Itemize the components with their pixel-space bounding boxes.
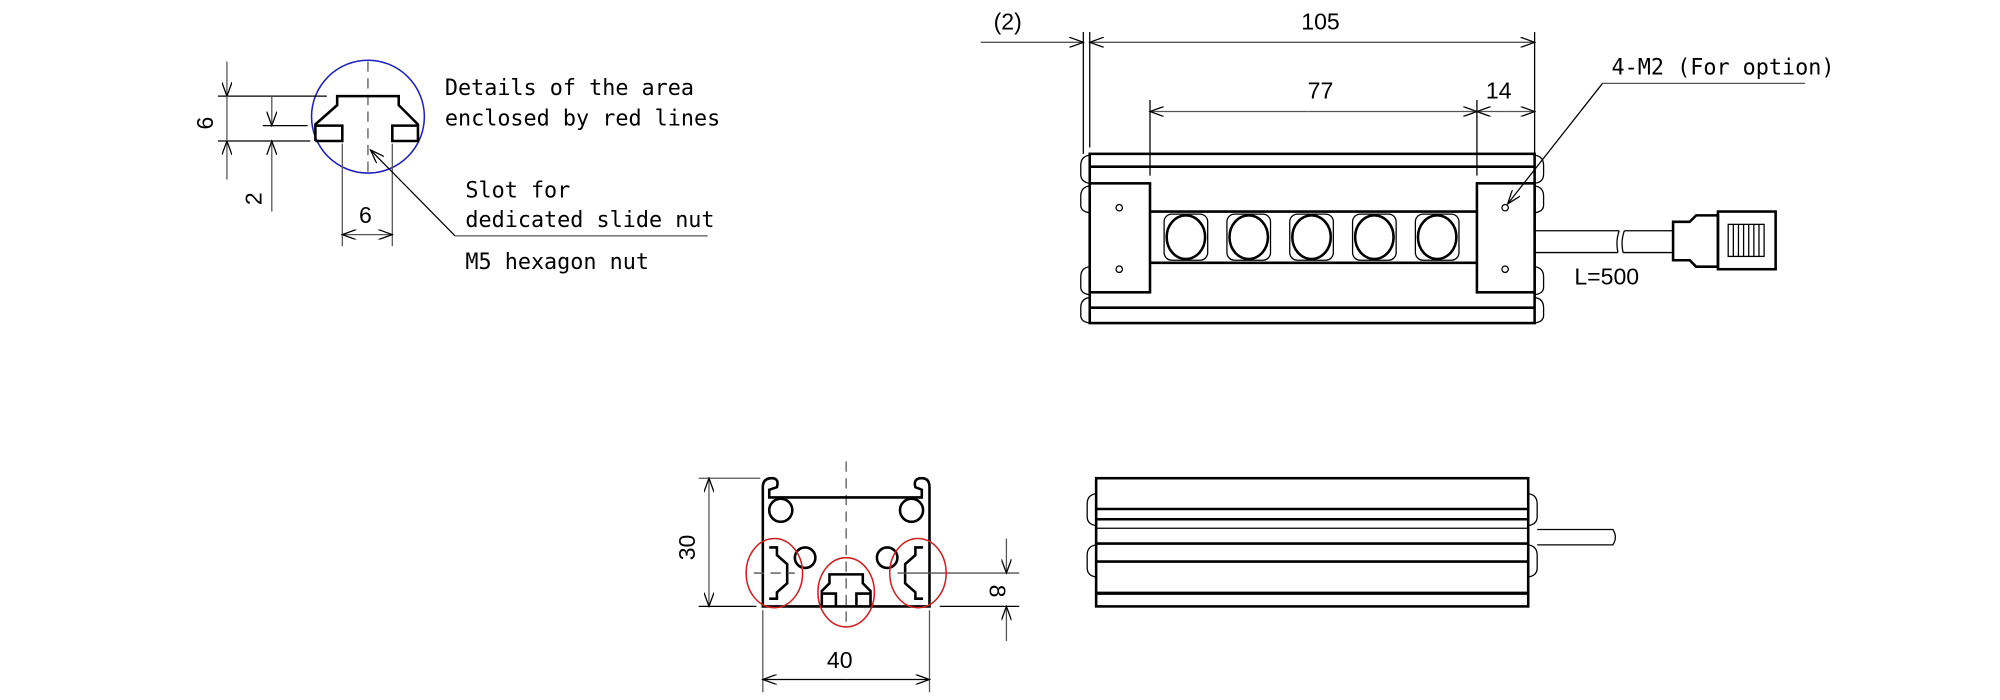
connector-head — [1716, 210, 1777, 271]
nut-label: M5 hexagon nut — [465, 250, 649, 275]
dim-section-width: 40 — [827, 647, 853, 673]
dim-led-span: 77 — [1308, 78, 1334, 104]
section-view: 30 8 40 — [674, 461, 1020, 693]
dim-section-height: 30 — [674, 535, 700, 561]
front-view: (2) 105 77 14 L=500 4-M2 (For option) — [980, 8, 1835, 325]
side-view — [1086, 476, 1617, 608]
screw-hole — [1501, 265, 1509, 274]
screw-hole — [1501, 203, 1509, 212]
screw-hole — [1115, 203, 1124, 212]
detail-caption-line2: enclosed by red lines — [445, 107, 720, 132]
led-lens — [1291, 214, 1333, 261]
led-lens — [1165, 214, 1207, 261]
led — [1414, 213, 1460, 261]
detail-circle — [310, 59, 426, 174]
red-highlight-circle — [888, 537, 947, 609]
dim-slot-width: 6 — [359, 202, 372, 228]
led-lens — [1416, 214, 1458, 261]
dim-slot-height: 6 — [192, 117, 218, 130]
slot-label-line2: dedicated slide nut — [465, 208, 714, 233]
red-highlight-circle — [817, 556, 876, 628]
slot-detail-view: 6 2 6 Details of the area enclosed by re… — [192, 59, 720, 275]
side-cable — [1537, 528, 1617, 546]
screw-label: 4-M2 (For option) — [1612, 55, 1835, 80]
led — [1289, 213, 1334, 261]
dim-end: 14 — [1486, 78, 1512, 104]
t-slot-profile — [314, 94, 420, 143]
slot-label-line1: Slot for — [465, 178, 570, 203]
connector-body — [1671, 214, 1720, 268]
cable-length: L=500 — [1574, 264, 1639, 290]
light-body — [1088, 152, 1536, 325]
dim-lip: 2 — [241, 192, 267, 205]
led — [1351, 213, 1397, 261]
led-lens — [1353, 214, 1395, 261]
led-array — [1163, 213, 1460, 261]
dim-slot-offset: 8 — [985, 585, 1011, 598]
detail-caption-line1: Details of the area — [445, 76, 694, 101]
led-lens — [1228, 214, 1270, 261]
profile-outline — [761, 476, 931, 608]
end-plate-right — [1475, 182, 1536, 294]
red-highlight-circle — [745, 537, 804, 609]
cable — [1534, 230, 1674, 254]
dim-offset: (2) — [994, 8, 1022, 34]
screw-hole — [1115, 265, 1124, 274]
led — [1163, 213, 1209, 261]
dim-length: 105 — [1301, 8, 1339, 34]
led — [1226, 213, 1272, 261]
end-plate-left — [1088, 182, 1152, 294]
